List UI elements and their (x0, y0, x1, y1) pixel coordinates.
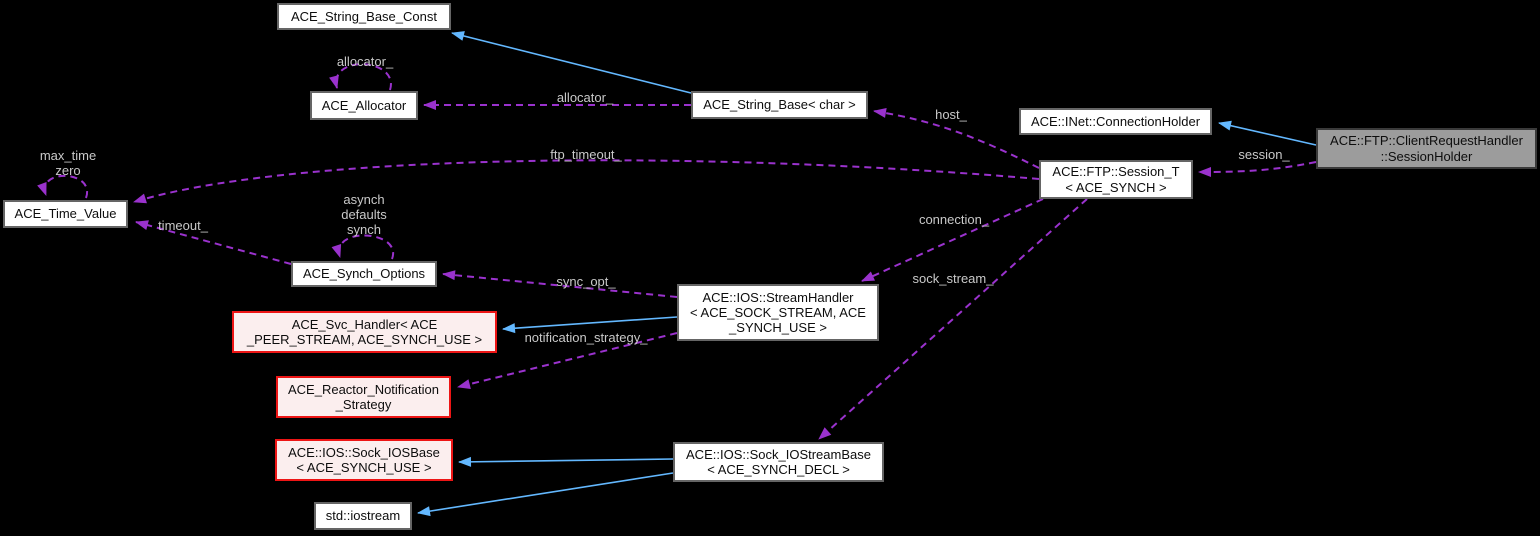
node-ace-reactor-notification-strategy[interactable]: ACE_Reactor_Notification _Strategy (276, 376, 451, 418)
node-ace-synch-options[interactable]: ACE_Synch_Options (291, 261, 437, 287)
edge-inherit-sockiostreambase-to-stdiostream (417, 472, 674, 517)
node-ace-svc-handler[interactable]: ACE_Svc_Handler< ACE _PEER_STREAM, ACE_S… (232, 311, 497, 353)
edge-usage-sessionholder-to-sessiont-session (1198, 161, 1317, 177)
edge-inherit-sessionholder-to-connectionholder (1218, 120, 1317, 146)
edge-label-notification-strategy: notification_strategy_ (524, 330, 648, 345)
node-std-iostream[interactable]: std::iostream (314, 502, 412, 530)
edge-usage-timevalue-self (37, 174, 89, 199)
edge-label-connection: connection_ (918, 212, 990, 227)
edge-label-sock-stream: sock_stream_ (912, 271, 994, 286)
node-ace-string-base-char[interactable]: ACE_String_Base< char > (691, 91, 868, 119)
node-ace-ios-sock-iosbase[interactable]: ACE::IOS::Sock_IOSBase < ACE_SYNCH_USE > (275, 439, 453, 481)
edge-label-sync-opt: sync_opt_ (556, 274, 616, 289)
node-ace-ftp-clientrequesthandler-sessionholder: ACE::FTP::ClientRequestHandler ::Session… (1316, 128, 1537, 169)
edge-label-max-time-zero: max_time zero (39, 148, 97, 178)
edge-inherit-stringbasechar-to-stringbaseconst (451, 31, 692, 94)
edge-usage-streamhandler-to-synchoptions-syncopt (442, 270, 678, 298)
edge-label-host: host_ (935, 107, 967, 122)
edge-usage-synchoptions-self (331, 234, 395, 260)
node-ace-time-value[interactable]: ACE_Time_Value (3, 200, 128, 228)
edge-label-asynch-defaults-synch: asynch defaults synch (341, 192, 387, 237)
edge-usage-streamhandler-to-reactornotification (457, 332, 678, 389)
node-ace-ios-streamhandler[interactable]: ACE::IOS::StreamHandler < ACE_SOCK_STREA… (677, 284, 879, 341)
node-ace-ftp-session-t[interactable]: ACE::FTP::Session_T < ACE_SYNCH > (1039, 160, 1193, 199)
node-ace-ios-sock-iostreambase[interactable]: ACE::IOS::Sock_IOStreamBase < ACE_SYNCH_… (673, 442, 884, 482)
edge-inherit-streamhandler-to-svchandler (502, 316, 678, 334)
edge-label-ftp-timeout: ftp_timeout_ (550, 147, 622, 162)
edge-label-session: session_ (1238, 147, 1290, 162)
node-ace-string-base-const[interactable]: ACE_String_Base_Const (277, 3, 451, 30)
edge-label-allocator: allocator_ (556, 90, 614, 105)
node-ace-inet-connectionholder[interactable]: ACE::INet::ConnectionHolder (1019, 108, 1212, 135)
edge-inherit-sockiostreambase-to-sockiosbase (458, 456, 674, 467)
edge-usage-sessiont-to-stringbasechar-host (873, 108, 1040, 169)
edge-usage-allocator-self (329, 63, 392, 91)
node-ace-allocator[interactable]: ACE_Allocator (310, 91, 418, 120)
edge-usage-sessiont-to-timevalue-ftptimeout (133, 159, 1040, 204)
edge-label-timeout: timeout_ (158, 218, 208, 233)
edge-usage-sessiont-to-streamhandler-connection (861, 198, 1044, 282)
edge-label-allocator-self: allocator_ (336, 54, 394, 69)
edge-usage-synchoptions-to-timevalue-timeout (135, 220, 292, 265)
